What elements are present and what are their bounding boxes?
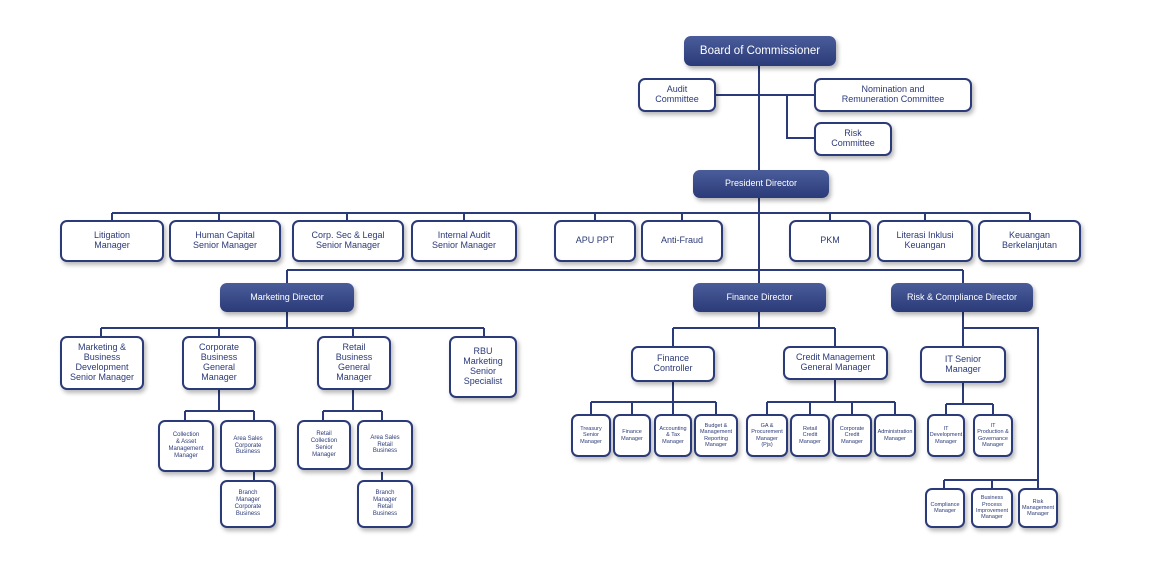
finance-director-box: Finance Director <box>693 283 826 312</box>
litigation-manager-box: Litigation Manager <box>60 220 164 262</box>
area-sales-retail-box: Area Sales Retail Business <box>357 420 413 470</box>
budget-management-reporting-box: Budget & Management Reporting Manager <box>694 414 738 457</box>
it-senior-manager-box: IT Senior Manager <box>920 346 1006 383</box>
marketing-director-box: Marketing Director <box>220 283 354 312</box>
branch-manager-retail-box: Branch Manager Retail Business <box>357 480 413 528</box>
branch-manager-corporate-box: Branch Manager Corporate Business <box>220 480 276 528</box>
finance-controller-box: Finance Controller <box>631 346 715 382</box>
retail-collection-box: Retail Collection Senior Manager <box>297 420 351 470</box>
corp-sec-legal-box: Corp. Sec & Legal Senior Manager <box>292 220 404 262</box>
finance-manager-box: Finance Manager <box>613 414 651 457</box>
retail-business-gm-box: Retail Business General Manager <box>317 336 391 390</box>
risk-compliance-director-box: Risk & Compliance Director <box>891 283 1033 312</box>
internal-audit-box: Internal Audit Senior Manager <box>411 220 517 262</box>
audit-committee-box: Audit Committee <box>638 78 716 112</box>
human-capital-box: Human Capital Senior Manager <box>169 220 281 262</box>
area-sales-corporate-box: Area Sales Corporate Business <box>220 420 276 472</box>
credit-management-gm-box: Credit Management General Manager <box>783 346 888 380</box>
risk-committee-box: Risk Committee <box>814 122 892 156</box>
collection-asset-management-box: Collection & Asset Management Manager <box>158 420 214 472</box>
apu-ppt-box: APU PPT <box>554 220 636 262</box>
corporate-credit-manager-box: Corporate Credit Manager <box>832 414 872 457</box>
president-director-box: President Director <box>693 170 829 198</box>
keuangan-berkelanjutan-box: Keuangan Berkelanjutan <box>978 220 1081 262</box>
accounting-tax-manager-box: Accounting & Tax Manager <box>654 414 692 457</box>
it-development-manager-box: IT Development Manager <box>927 414 965 457</box>
corporate-business-gm-box: Corporate Business General Manager <box>182 336 256 390</box>
compliance-manager-box: Compliance Manager <box>925 488 965 528</box>
it-production-governance-box: IT Production & Governance Manager <box>973 414 1013 457</box>
board-of-commissioner-box: Board of Commissioner <box>684 36 836 66</box>
marketing-business-development-box: Marketing & Business Development Senior … <box>60 336 144 390</box>
literasi-inklusi-box: Literasi Inklusi Keuangan <box>877 220 973 262</box>
treasury-senior-manager-box: Treasury Senior Manager <box>571 414 611 457</box>
risk-management-manager-box: Risk Management Manager <box>1018 488 1058 528</box>
pkm-box: PKM <box>789 220 871 262</box>
business-process-improvement-box: Business Process Improvement Manager <box>971 488 1013 528</box>
retail-credit-manager-box: Retail Credit Manager <box>790 414 830 457</box>
administration-manager-box: Administration Manager <box>874 414 916 457</box>
ga-procurement-manager-box: GA & Procurement Manager (Pjs) <box>746 414 788 457</box>
rbu-marketing-box: RBU Marketing Senior Specialist <box>449 336 517 398</box>
nomination-remuneration-committee-box: Nomination and Remuneration Committee <box>814 78 972 112</box>
anti-fraud-box: Anti-Fraud <box>641 220 723 262</box>
